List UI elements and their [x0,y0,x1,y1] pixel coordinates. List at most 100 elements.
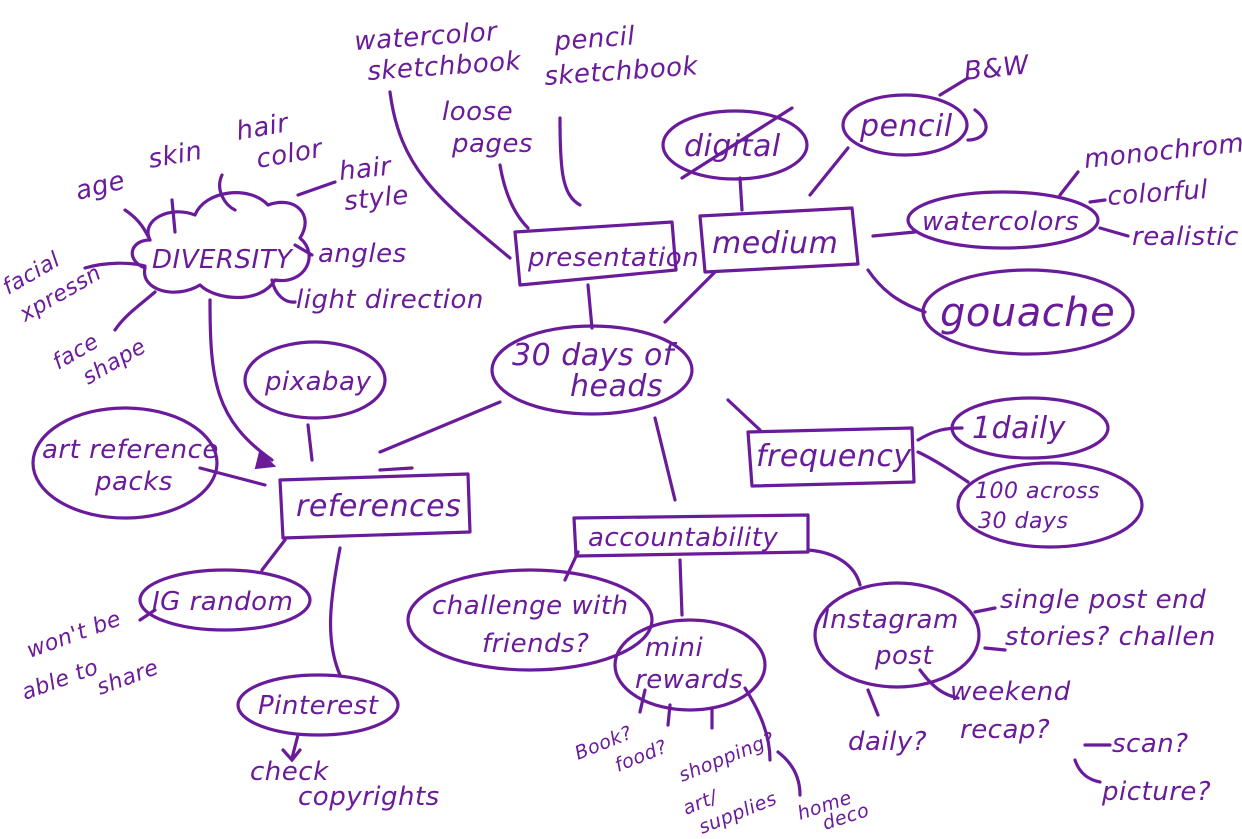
leaf-angles: angles [318,239,407,269]
challenge-line1: challenge with [432,591,629,621]
presentation-label: presentation [527,243,699,273]
references-box [278,472,472,540]
hundred-line2: 30 days [978,509,1068,534]
link-presentation-loose-pages [498,163,530,230]
challenge-node: challenge with friends? [406,568,654,672]
box-presentation: presentation [513,220,699,287]
diversity-label: DIVERSITY [152,245,294,275]
link-references-pixabay [306,423,314,462]
leaf-bw: B&W [963,50,1032,87]
watercolors-node: watercolors [906,190,1100,250]
link-instagram-daily [866,688,880,717]
pinterest-ellipse [236,673,400,737]
ig-random-ellipse [138,568,312,632]
gouache-ellipse [921,268,1135,356]
link-medium-watercolors [871,230,917,238]
link-references-top [378,466,414,472]
challenge-line2: friends? [482,629,589,659]
leaf-loose-pages-2: pages [451,129,533,159]
pinterest-node: Pinterest [236,673,400,737]
link-watercolors-monochrome [1058,170,1080,197]
arrowhead-small [281,748,302,763]
leaf-single-post: single post end [1000,585,1206,615]
link-watercolors-realistic [1098,226,1130,238]
leaf-stories: stories? challen [1005,622,1216,652]
gouache-label: gouache [940,290,1115,336]
instagram-line2: post [874,641,933,671]
link-ig-wont [138,608,157,622]
pixabay-label: pixabay [264,367,371,397]
leaf-skin: skin [146,136,205,175]
center-line1: 30 days of [512,338,678,373]
leaf-check-1: check [250,757,329,787]
instagram-line1: Instagram [822,605,959,635]
leaf-realistic: realistic [1132,222,1239,252]
hundred-ellipse [956,461,1144,549]
link-references-art-packs [198,466,267,487]
link-center-frequency [726,398,762,432]
art-packs-node: art reference packs [31,406,219,520]
link-accountability-rewards [678,558,684,617]
ig-random-node: IG random [138,568,312,632]
link-instagram-weekend [918,668,960,700]
leaf-scan: scan? [1112,729,1189,759]
leaf-light-direction: light direction [296,285,484,315]
link-center-accountability [653,416,677,502]
link-diversity-face-shape [113,290,157,332]
diversity-node: DIVERSITY [130,191,311,300]
link-frequency-daily [916,426,964,442]
digital-node: digital [661,106,809,181]
link-diversity-age [123,208,152,242]
link-presentation-pencil-sketchbook [558,116,582,207]
pixabay-ellipse [243,340,387,420]
link-diversity-light [270,278,297,304]
box-medium: medium [698,206,860,274]
diversity-cloud [130,191,311,300]
leaf-picture: picture? [1101,777,1211,807]
center-ellipse [490,324,694,416]
link-center-medium [663,270,717,324]
digital-ellipse [661,109,809,181]
medium-box [698,206,860,274]
link-recap-picture [1073,758,1102,784]
pencil-label: pencil [859,109,953,144]
center-node: 30 days of heads [490,324,694,416]
leaf-weekend-1: weekend [950,677,1071,707]
pencil-node: pencil [841,93,969,157]
gouache-node: gouache [921,268,1135,356]
pinterest-label: Pinterest [258,691,379,721]
leaf-wont-3: share [94,655,163,700]
leaf-pencil-sketchbook-2: sketchbook [543,51,699,92]
link-frequency-100 [916,450,970,484]
leaf-hair-style-1: hair [338,151,395,186]
art-packs-line2: packs [94,467,173,497]
one-daily-node: 1daily [950,396,1110,460]
art-packs-line1: art reference [42,435,219,465]
instagram-ellipse [813,581,981,689]
leaf-pencil-sketchbook-1: pencil [552,21,636,57]
digital-strike [680,106,794,180]
link-medium-gouache [866,268,927,314]
challenge-ellipse [406,568,654,672]
one-daily-label: 1daily [972,411,1067,446]
link-center-presentation [586,283,594,330]
link-diversity-references [208,298,274,462]
rewards-line2: rewards [635,665,743,695]
pixabay-node: pixabay [243,340,387,420]
link-medium-pencil [808,146,850,197]
link-diversity-hair-color [218,173,237,212]
accountability-label: accountability [588,523,778,553]
instagram-node: Instagram post [813,581,981,689]
link-diversity-skin [170,198,177,234]
leaf-weekend-2: recap? [960,715,1050,745]
box-accountability: accountability [572,513,810,558]
ig-random-label: IG random [152,587,293,617]
link-references-pinterest [328,546,342,677]
link-presentation-watercolor-sketchbook [388,90,512,260]
link-medium-digital [738,176,744,212]
link-rewards-home [776,750,802,797]
link-references-ig [260,538,287,572]
link-diversity-hair-style [296,180,337,197]
